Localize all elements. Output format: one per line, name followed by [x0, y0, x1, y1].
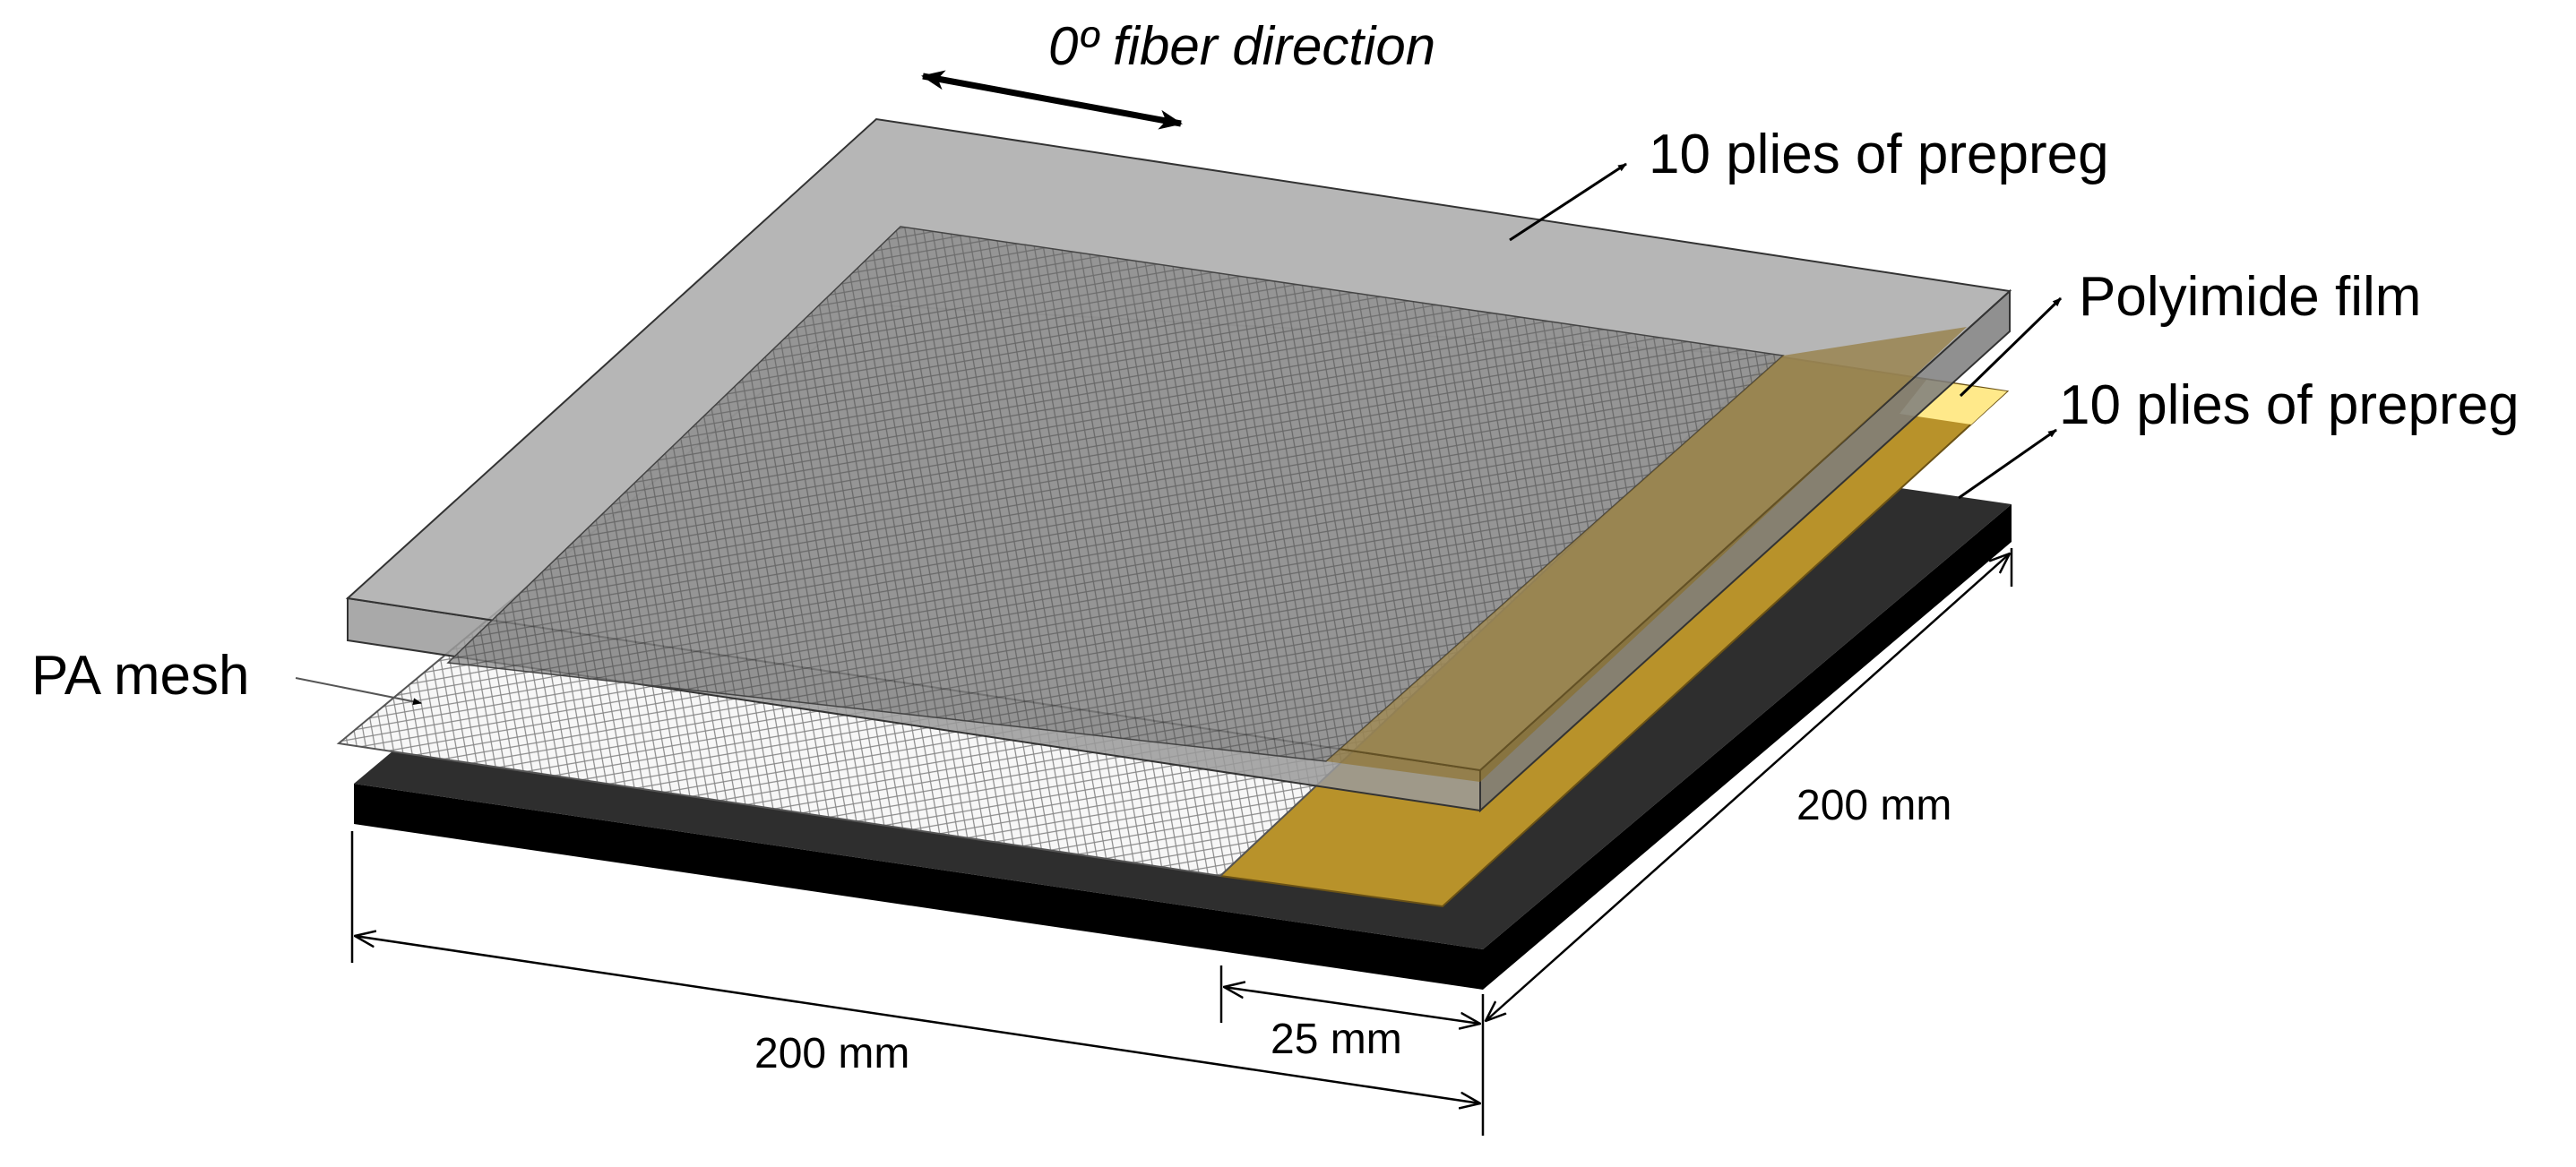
bottom-prepreg-label: 10 plies of prepreg	[2059, 374, 2520, 436]
length-dimension-label: 200 mm	[754, 1030, 909, 1077]
fiber-direction-label: 0º fiber direction	[1048, 16, 1435, 76]
polyimide-film-leader	[1959, 296, 2063, 398]
width-dimension-line	[1486, 553, 2010, 1021]
bottom-prepreg-leader	[1958, 428, 2057, 500]
insert-dimension: 25 mm	[1219, 965, 1480, 1063]
top-prepreg-label: 10 plies of prepreg	[1649, 124, 2109, 185]
length-dimension: 200 mm	[350, 831, 1485, 1136]
pa-mesh-leader	[295, 677, 422, 706]
insert-dimension-label: 25 mm	[1271, 1016, 1402, 1063]
polyimide-film-label: Polyimide film	[2079, 266, 2421, 328]
pa-mesh-label: PA mesh	[31, 645, 250, 707]
width-dimension-label: 200 mm	[1796, 782, 1951, 829]
length-dimension-line	[355, 936, 1480, 1103]
insert-dimension-line	[1224, 987, 1480, 1024]
fiber-direction-arrow	[921, 70, 1183, 130]
top-prepreg-leader	[1509, 162, 1627, 242]
width-dimension: 200 mm	[1486, 548, 2013, 1021]
